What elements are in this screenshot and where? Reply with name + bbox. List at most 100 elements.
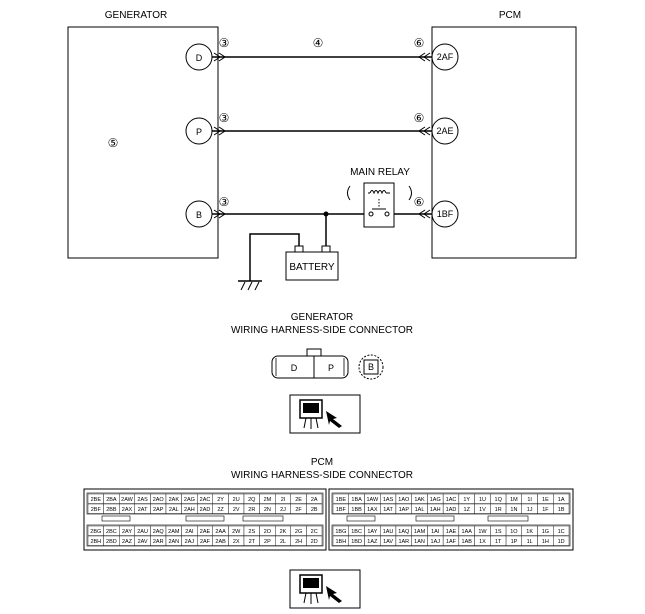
pcm-pin-2ay: 2AY xyxy=(122,529,132,535)
callout-generator: ⑤ xyxy=(108,136,119,150)
pcm-pin-2o: 2O xyxy=(264,529,272,535)
pcm-pin-2f: 2F xyxy=(295,507,302,513)
pcm-pin-2aw: 2AW xyxy=(121,497,134,503)
wire-p xyxy=(212,126,432,136)
pcm-pin-2an: 2AN xyxy=(168,539,179,545)
pcm-pin-1aq: 1AQ xyxy=(398,529,410,535)
generator-box xyxy=(67,26,219,259)
pcm-pin-1h: 1H xyxy=(542,539,549,545)
pcm-pin-2as: 2AS xyxy=(137,497,148,503)
callout-pcm-harness-1: ⑥ xyxy=(414,36,425,50)
pcm-pin-2e: 2E xyxy=(295,497,302,503)
pcm-pin-1a: 1A xyxy=(558,497,565,503)
pcm-pin-1al: 1AL xyxy=(415,507,425,513)
pcm-pin-2ah: 2AH xyxy=(184,507,195,513)
pcm-pin-2g: 2G xyxy=(295,529,302,535)
pcm-pin-1f: 1F xyxy=(542,507,549,513)
pcm-pin-2ba: 2BA xyxy=(106,497,117,503)
pcm-pin-2q: 2Q xyxy=(248,497,256,503)
gen-conn-title-2: WIRING HARNESS-SIDE CONNECTOR xyxy=(231,325,413,336)
pcm-pin-2af: 2AF xyxy=(200,539,211,545)
pcm-pin-1aw: 1AW xyxy=(366,497,379,503)
gen-conn-pin-d: D xyxy=(291,363,298,373)
pcm-pin-1af: 1AF xyxy=(446,539,457,545)
pcm-pin-1ak: 1AK xyxy=(414,497,425,503)
pcm-pin-1r: 1R xyxy=(495,507,502,513)
pcm-pin-2v: 2V xyxy=(233,507,240,513)
svg-text:2AF: 2AF xyxy=(437,52,454,62)
pcm-pin-1e: 1E xyxy=(542,497,549,503)
pcm-terminal-2af: 2AF xyxy=(431,43,459,71)
pcm-pin-1u: 1U xyxy=(479,497,486,503)
pcm-pin-1z: 1Z xyxy=(464,507,471,513)
pcm-terminal-2ae: 2AE xyxy=(431,117,459,145)
pcm-pin-2ad: 2AD xyxy=(200,507,211,513)
pcm-pin-1s: 1S xyxy=(495,529,502,535)
pcm-pin-1bd: 1BD xyxy=(351,539,362,545)
pcm-pin-2k: 2K xyxy=(280,529,287,535)
pcm-pin-2be: 2BE xyxy=(91,497,102,503)
callout-harness-1: ③ xyxy=(219,36,230,50)
pcm-pin-1q: 1Q xyxy=(495,497,503,503)
pcm-pin-2ar: 2AR xyxy=(153,539,164,545)
svg-text:D: D xyxy=(196,53,203,63)
pcm-pin-1ag: 1AG xyxy=(430,497,441,503)
pcm-pin-1ao: 1AO xyxy=(398,497,410,503)
pcm-pin-2r: 2R xyxy=(248,507,255,513)
pcm-pin-2ac: 2AC xyxy=(200,497,211,503)
wire-b xyxy=(212,209,432,219)
pcm-pin-1au: 1AU xyxy=(383,529,394,535)
callout-pcm-harness-3: ⑥ xyxy=(414,195,425,209)
pcm-pin-2l: 2L xyxy=(280,539,286,545)
harness-view-icon xyxy=(289,394,361,434)
pcm-pin-1av: 1AV xyxy=(383,539,393,545)
pcm-pin-2aa: 2AA xyxy=(215,529,226,535)
pcm-pin-1bh: 1BH xyxy=(336,539,347,545)
pcm-pin-1bc: 1BC xyxy=(351,529,362,535)
pcm-pin-1ab: 1AB xyxy=(462,539,473,545)
pcm-pin-2ak: 2AK xyxy=(169,497,180,503)
pcm-pin-2ax: 2AX xyxy=(122,507,133,513)
gen-terminal-p: P xyxy=(185,117,213,145)
pcm-pin-2az: 2AZ xyxy=(122,539,133,545)
pcm-pin-2ap: 2AP xyxy=(153,507,164,513)
pcm-pin-2bc: 2BC xyxy=(106,529,117,535)
pcm-pin-1az: 1AZ xyxy=(367,539,378,545)
svg-text:2AE: 2AE xyxy=(436,126,453,136)
pcm-pin-1j: 1J xyxy=(527,507,533,513)
pcm-pin-2au: 2AU xyxy=(137,529,148,535)
pcm-pin-2d: 2D xyxy=(311,539,318,545)
pcm-pin-2bf: 2BF xyxy=(91,507,102,513)
gen-conn-pin-p: P xyxy=(328,363,334,373)
battery: BATTERY xyxy=(238,214,339,291)
pcm-pin-2am: 2AM xyxy=(168,529,180,535)
pcm-pin-1w: 1W xyxy=(478,529,487,535)
pcm-pin-1t: 1T xyxy=(495,539,502,545)
pcm-pin-2y: 2Y xyxy=(217,497,224,503)
pcm-pin-1ay: 1AY xyxy=(367,529,377,535)
pcm-pin-2x: 2X xyxy=(233,539,240,545)
pcm-pin-2bb: 2BB xyxy=(106,507,117,513)
pcm-pin-2av: 2AV xyxy=(138,539,148,545)
pcm-pin-1ap: 1AP xyxy=(399,507,410,513)
pcm-pin-1m: 1M xyxy=(510,497,518,503)
pcm-pin-1i: 1I xyxy=(527,497,532,503)
pcm-pin-2bd: 2BD xyxy=(106,539,117,545)
battery-label: BATTERY xyxy=(289,262,335,273)
pcm-terminal-1bf: 1BF xyxy=(431,200,459,228)
pcm-pin-1p: 1P xyxy=(511,539,518,545)
pcm-pin-2ab: 2AB xyxy=(215,539,226,545)
pcm-pin-2t: 2T xyxy=(249,539,256,545)
callout-harness-2: ③ xyxy=(219,111,230,125)
pcm-pin-2ao: 2AO xyxy=(153,497,165,503)
pcm-pin-1n: 1N xyxy=(510,507,517,513)
pcm-pin-1bb: 1BB xyxy=(351,507,362,513)
pcm-pin-1am: 1AM xyxy=(414,529,426,535)
pcm-pin-1aj: 1AJ xyxy=(431,539,441,545)
pcm-pin-1y: 1Y xyxy=(463,497,470,503)
svg-text:B: B xyxy=(196,210,202,220)
pcm-pin-1ad: 1AD xyxy=(446,507,457,513)
pcm-pin-2u: 2U xyxy=(233,497,240,503)
pcm-pin-2bg: 2BG xyxy=(90,529,101,535)
gen-terminal-b: B xyxy=(185,200,213,228)
